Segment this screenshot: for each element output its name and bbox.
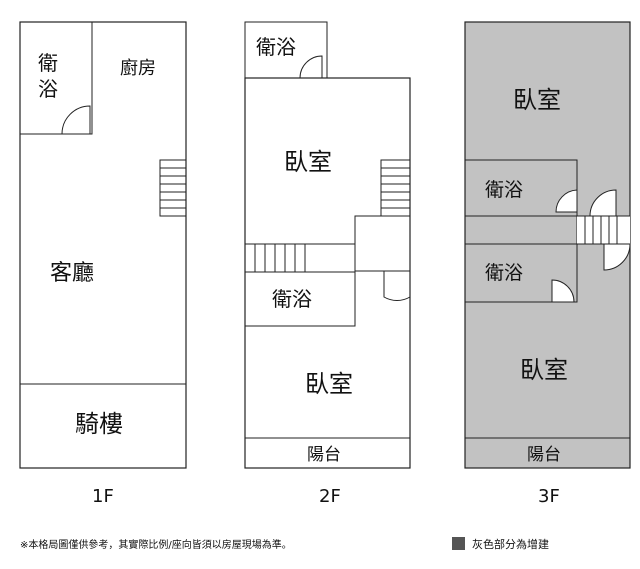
f3-bedroom-bottom-label: 臥室 <box>520 356 568 384</box>
floor-2f: 衛浴 臥室 衛浴 臥室 陽台 2F <box>244 21 411 507</box>
f1-arcade-label: 騎樓 <box>75 410 123 438</box>
legend-swatch <box>452 537 465 550</box>
f3-bath-lower-label: 衛浴 <box>485 262 523 284</box>
f3-stairs-opening <box>577 216 630 244</box>
f1-living-label: 客廳 <box>50 261 94 286</box>
f2-stairs-upper <box>380 159 411 217</box>
f3-bedroom-top-label: 臥室 <box>513 86 561 114</box>
f2-bedroom-top-label: 臥室 <box>284 148 332 176</box>
floor-3f: 臥室 衛浴 衛浴 臥室 陽台 3F <box>464 21 631 507</box>
f2-floor-label: 2F <box>319 486 341 507</box>
f3-stair-door-bottom <box>603 243 631 271</box>
f3-bath-lower-door <box>551 279 575 303</box>
f3-balcony-label: 陽台 <box>527 445 561 465</box>
f2-bath-top-door <box>299 55 323 79</box>
f3-bath-upper-door <box>555 189 578 213</box>
f2-bath-mid-label: 衛浴 <box>272 287 312 311</box>
floor-1f-outline <box>19 21 187 469</box>
f2-bath-top-label: 衛浴 <box>256 35 296 59</box>
f2-main-outline <box>244 77 411 469</box>
f1-bath-label-1: 衛 <box>38 51 58 75</box>
f1-kitchen-label: 廚房 <box>120 57 156 79</box>
f2-bath-mid-room <box>244 271 356 327</box>
f1-floor-label: 1F <box>92 486 114 507</box>
disclaimer-note: ※本格局圖僅供參考，其實際比例/座向皆須以房屋現場為準。 <box>20 538 292 551</box>
f1-bath-door <box>61 105 91 135</box>
f2-stairs-horizontal <box>244 243 356 273</box>
f1-bath-room <box>19 21 93 135</box>
f2-bedroom-bottom-label: 臥室 <box>305 370 353 398</box>
f2-landing <box>354 215 411 272</box>
f3-bath-lower-room <box>464 243 578 303</box>
f3-stair-door-top <box>589 189 617 217</box>
f1-bath-label-2: 浴 <box>38 77 58 101</box>
floor-1f: 衛 浴 廚房 客廳 騎樓 1F <box>19 21 187 507</box>
f3-bath-upper-label: 衛浴 <box>485 179 523 201</box>
f2-right-door <box>383 271 411 301</box>
f1-stairs <box>159 159 187 217</box>
f2-balcony-label: 陽台 <box>307 445 341 465</box>
f3-floor-label: 3F <box>538 486 560 507</box>
legend-label: 灰色部分為增建 <box>472 537 549 551</box>
floor-3f-outline <box>464 21 631 469</box>
